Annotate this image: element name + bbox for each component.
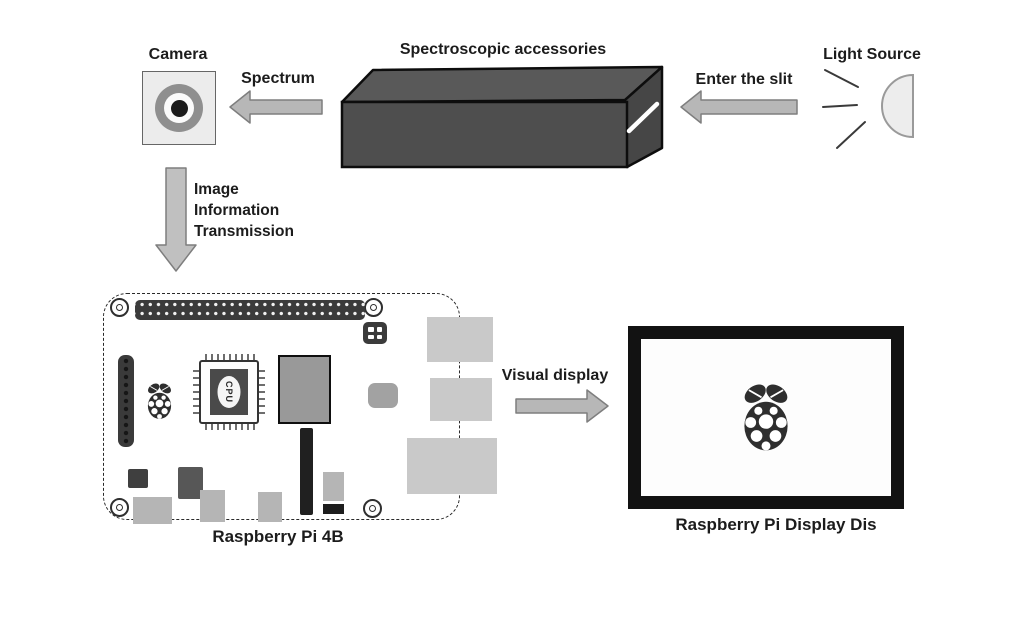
camera-lens-inner-ring [164,93,194,123]
camera-icon [142,71,216,145]
power-component-icon [178,467,203,499]
slit-mark [626,101,660,134]
wifi-module-icon [368,383,398,408]
audio-jack-icon [323,472,344,501]
spectrum-label: Spectrum [241,70,315,87]
mount-hole-icon [363,499,382,518]
usb-c-port-icon [133,497,172,524]
pi-board-label: Raspberry Pi 4B [212,527,344,546]
ram-chip-icon [278,355,331,424]
pi-display-screen [628,326,904,509]
display-connector-icon [118,355,134,447]
camera-lens-outer-ring [155,84,203,132]
visual-display-right-arrow-icon [515,389,609,423]
enter-slit-label: Enter the slit [695,71,793,88]
raspberry-pi-board: CPU [103,293,497,524]
pi-display-label: Raspberry Pi Display Dis [675,515,877,534]
raspberry-logo-icon [740,379,792,451]
gpio-header-icon [135,300,365,320]
light-source-icon [822,69,914,149]
usb-port-icon [430,378,492,421]
camera-label: Camera [148,46,208,63]
mount-hole-icon [364,298,383,317]
visual-display-label: Visual display [501,367,609,384]
raspberry-logo-icon [145,381,174,420]
cpu-pins [193,354,265,430]
transmission-label: Image Information Transmission [194,181,294,240]
enter-slit-left-arrow-icon [680,90,798,124]
light-rays [822,69,866,149]
cpu-text: CPU [224,381,234,403]
small-chip-icon [128,469,148,488]
mount-hole-icon [110,298,129,317]
transmission-down-arrow-icon [155,167,197,272]
spectrum-left-arrow-icon [229,90,323,124]
micro-hdmi-port-icon [258,492,282,522]
spectroscope-box-icon [340,65,664,169]
ethernet-port-icon [407,438,497,494]
audio-jack-base-icon [323,504,344,514]
mount-hole-icon [110,498,129,517]
poe-header-icon [363,322,387,344]
usb-port-icon [427,317,493,362]
camera-lens-aperture [170,99,188,117]
light-source-label: Light Source [823,46,921,63]
spectroscope-label: Spectroscopic accessories [399,41,607,58]
cpu-chip-icon: CPU [193,354,265,430]
micro-hdmi-port-icon [200,490,225,522]
camera-connector-icon [300,428,313,515]
